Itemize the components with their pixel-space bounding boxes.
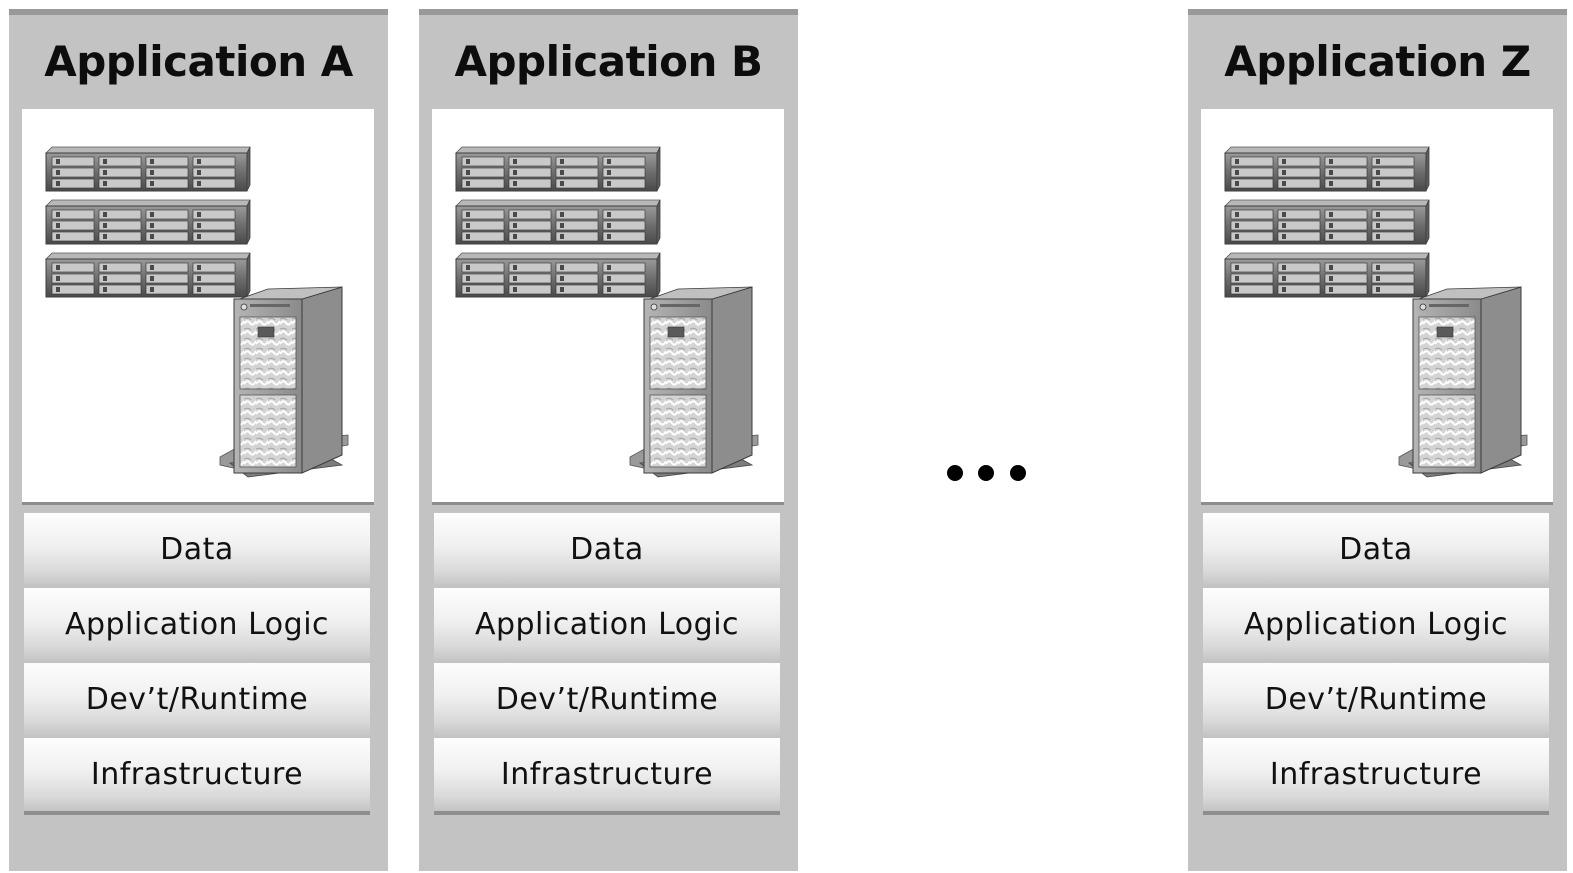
rack-server-icon (1224, 146, 1430, 192)
rack-server-icon (455, 252, 661, 298)
rack-server-icon (455, 146, 661, 192)
layer-stack: Data Application Logic Dev’t/Runtime Inf… (24, 513, 370, 815)
layer-infrastructure: Infrastructure (24, 738, 370, 811)
layer-application-logic: Application Logic (24, 588, 370, 661)
ellipsis-icon (947, 465, 1026, 481)
layer-application-logic: Application Logic (434, 588, 780, 661)
hardware-panel (1201, 109, 1553, 505)
layer-data: Data (1203, 513, 1549, 586)
layer-data: Data (434, 513, 780, 586)
application-title: Application B (454, 37, 763, 86)
rack-server-icon (1224, 252, 1430, 298)
rack-server-icon (45, 252, 251, 298)
server-illustration (455, 146, 759, 478)
layer-stack: Data Application Logic Dev’t/Runtime Inf… (434, 513, 780, 815)
layer-devt-runtime: Dev’t/Runtime (434, 663, 780, 736)
layer-devt-runtime: Dev’t/Runtime (1203, 663, 1549, 736)
hardware-panel (432, 109, 784, 505)
application-column-z: Application Z Data Application Logic Dev… (1188, 9, 1567, 871)
rack-server-icon (455, 199, 661, 245)
layer-data: Data (24, 513, 370, 586)
tower-server-icon (219, 286, 349, 478)
tower-server-icon (629, 286, 759, 478)
layer-devt-runtime: Dev’t/Runtime (24, 663, 370, 736)
rack-server-icon (1224, 199, 1430, 245)
layer-infrastructure: Infrastructure (1203, 738, 1549, 811)
tower-server-icon (1398, 286, 1528, 478)
rack-server-icon (45, 199, 251, 245)
layer-stack: Data Application Logic Dev’t/Runtime Inf… (1203, 513, 1549, 815)
application-title: Application Z (1224, 37, 1531, 86)
hardware-panel (22, 109, 374, 505)
server-illustration (45, 146, 349, 478)
server-illustration (1224, 146, 1528, 478)
rack-server-icon (45, 146, 251, 192)
layer-infrastructure: Infrastructure (434, 738, 780, 811)
application-title: Application A (44, 37, 353, 86)
layer-application-logic: Application Logic (1203, 588, 1549, 661)
application-column-b: Application B Data Application Logic Dev… (419, 9, 798, 871)
application-column-a: Application A Data Application Logic Dev… (9, 9, 388, 871)
